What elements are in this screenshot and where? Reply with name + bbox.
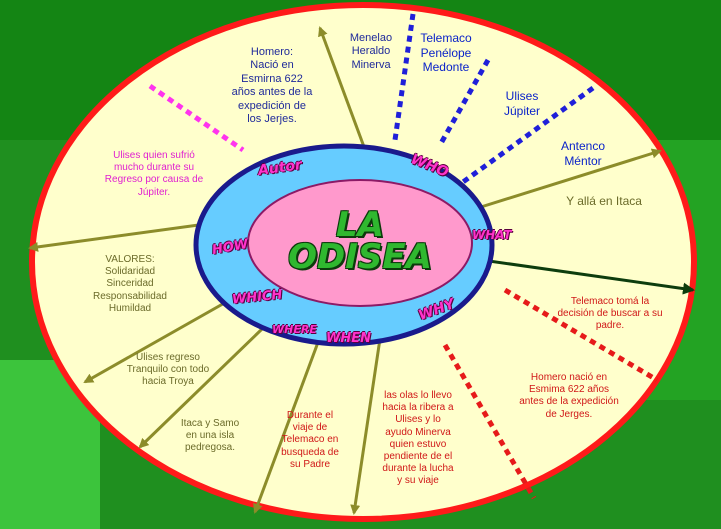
note-antenco: Antenco Méntor xyxy=(560,139,606,168)
note-homero: Homero: Nació en Esmirna 622 años antes … xyxy=(231,46,313,126)
label-when: WHEN xyxy=(326,331,371,346)
note-durante-viaje: Durante el viaje de Telemaco en busqueda… xyxy=(281,410,339,470)
center-ellipse xyxy=(247,179,473,307)
title-line2: ODISEA xyxy=(288,237,432,277)
note-olas: las olas lo llevo hacia la ribera a Ulis… xyxy=(382,390,454,487)
arrow-why xyxy=(350,311,386,515)
dotted-line-red-2 xyxy=(442,343,537,500)
note-homero-nacio: Homero nació en Esmima 622 años antes de… xyxy=(519,372,619,420)
note-ulises-sufrio: Ulises quien sufrió mucho durante su Reg… xyxy=(104,150,204,198)
dotted-line-magenta xyxy=(148,83,245,153)
note-menelao: Menelao Heraldo Minerva xyxy=(349,32,393,71)
arrow-autor xyxy=(318,26,369,156)
note-ulises-jupiter: Ulises Júpiter xyxy=(503,89,541,118)
dotted-connectors xyxy=(148,13,659,500)
arrow-what xyxy=(464,148,662,214)
note-itaca: Y allá en Itaca xyxy=(566,194,642,208)
note-valores: VALORES: Solidaridad Sinceridad Responsa… xyxy=(93,254,167,314)
note-telemaco-top: Telemaco Penélope Medonte xyxy=(420,31,472,75)
note-itaca-samo: Itaca y Samo en una isla pedregosa. xyxy=(180,418,240,454)
arrow-what-dark xyxy=(467,256,695,295)
dotted-line-blue-2 xyxy=(437,58,491,147)
dotted-line-blue-3 xyxy=(461,85,595,185)
note-telemaco-decision: Telemaco tomá la decisión de buscar a su… xyxy=(557,296,663,332)
dotted-line-red-1 xyxy=(503,287,659,383)
note-ulises-regreso: Ulises regreso Tranquilo con todo hacia … xyxy=(126,352,210,388)
label-what: WHAT xyxy=(472,228,512,242)
label-where: WHERE xyxy=(272,323,317,336)
title-line1: LA xyxy=(336,205,384,245)
